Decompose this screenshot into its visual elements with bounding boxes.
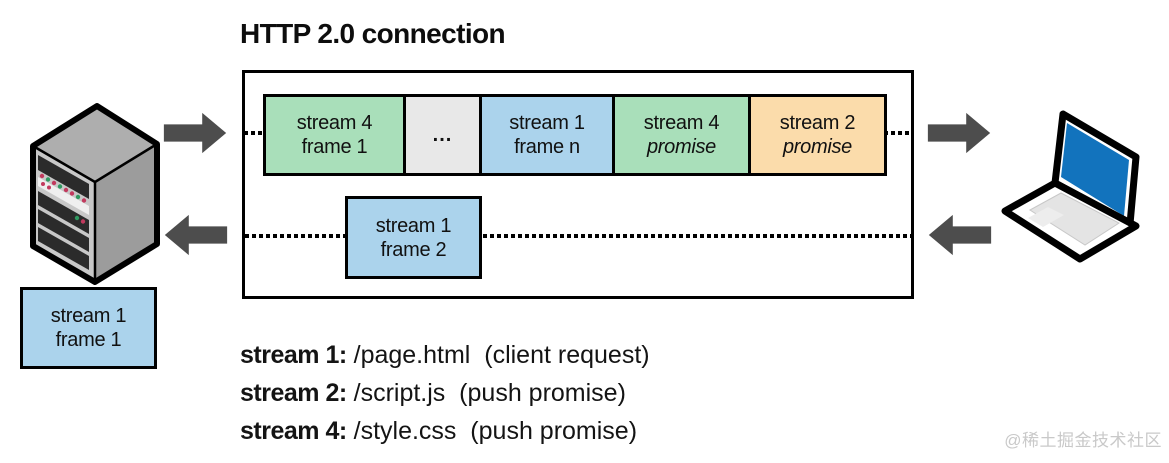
legend-label: stream 1: xyxy=(240,341,347,369)
arrow-right-icon xyxy=(927,112,991,154)
frame-stream1-frame1-delivered: stream 1 frame 1 xyxy=(20,287,157,369)
arrow-right-icon xyxy=(163,112,227,154)
arrow-left-icon xyxy=(928,214,992,256)
legend-desc: /script.js (push promise) xyxy=(346,379,626,407)
frame-line2: frame 1 xyxy=(55,329,122,351)
frame-stream4-frame1: stream 4 frame 1 xyxy=(263,94,406,176)
frame-line1: stream 4 xyxy=(296,112,373,134)
laptop-icon xyxy=(1001,110,1140,263)
frame-line2: promise xyxy=(782,136,853,158)
legend-line-stream2: stream 2: /script.js (push promise) xyxy=(240,379,650,417)
legend-desc: /style.css (push promise) xyxy=(346,417,638,445)
frame-stream2-promise: stream 2 promise xyxy=(748,94,887,176)
frame-stream1-framen: stream 1 frame n xyxy=(479,94,615,176)
frame-line2: frame n xyxy=(514,136,580,158)
arrow-left-icon xyxy=(164,214,228,256)
frame-stream1-frame2: stream 1 frame 2 xyxy=(345,196,482,279)
frame-ellipsis: ... xyxy=(403,94,482,176)
diagram-title: HTTP 2.0 connection xyxy=(240,18,506,49)
legend-line-stream4: stream 4: /style.css (push promise) xyxy=(240,417,650,455)
frame-line1: stream 1 xyxy=(50,305,127,327)
server-icon xyxy=(30,103,160,285)
ellipsis-text: ... xyxy=(432,124,453,146)
request-frame-row: stream 4 frame 1 ... stream 1 frame n st… xyxy=(263,94,887,176)
frame-line2: promise xyxy=(646,136,717,158)
frame-line2: frame 1 xyxy=(301,136,368,158)
frame-line2: frame 2 xyxy=(380,238,447,261)
watermark: @稀土掘金技术社区 xyxy=(1004,431,1162,450)
frame-line1: stream 4 xyxy=(643,112,720,134)
dotted-line-request-left xyxy=(244,131,265,135)
frame-line1: stream 1 xyxy=(375,214,452,237)
legend-line-stream1: stream 1: /page.html (client request) xyxy=(240,341,650,379)
legend: stream 1: /page.html (client request) st… xyxy=(240,341,650,455)
dotted-line-response xyxy=(245,234,911,238)
frame-stream4-promise: stream 4 promise xyxy=(612,94,751,176)
frame-line1: stream 2 xyxy=(779,112,856,134)
legend-label: stream 2: xyxy=(240,379,347,407)
legend-label: stream 4: xyxy=(240,417,347,445)
dotted-line-request-right xyxy=(884,131,912,135)
legend-desc: /page.html (client request) xyxy=(346,341,650,369)
frame-line1: stream 1 xyxy=(509,112,585,134)
